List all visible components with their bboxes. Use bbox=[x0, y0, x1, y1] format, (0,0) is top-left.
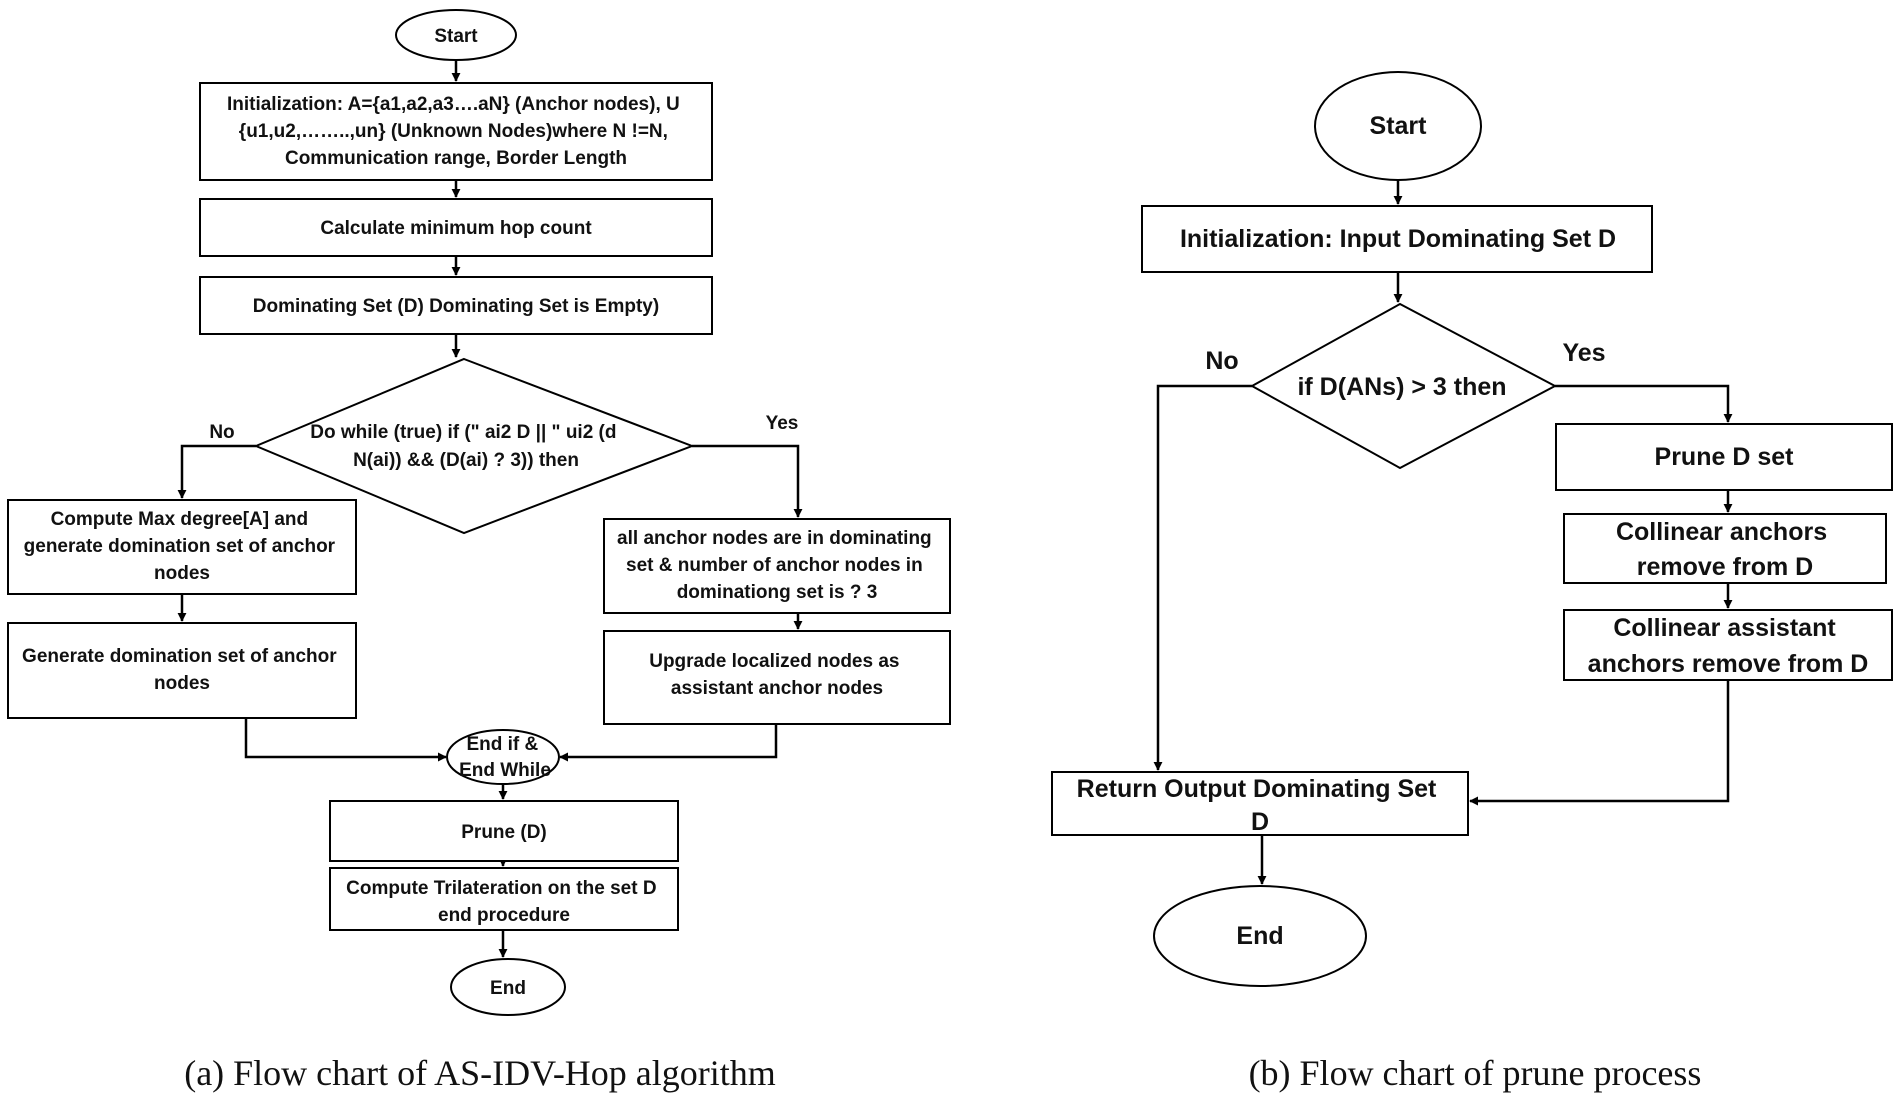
decision-diamond-b bbox=[1249, 302, 1558, 470]
upgrade-line-2: assistant anchor nodes bbox=[671, 678, 883, 699]
endif-text: End if & End While bbox=[459, 734, 551, 781]
prune-label-a: Prune (D) bbox=[461, 822, 547, 843]
init-line-1: Initialization: A={a1,a2,a3….aN} (Anchor… bbox=[227, 94, 680, 115]
decision-diamond-a bbox=[253, 357, 695, 535]
collinear-assistant-text: Collinear assistant anchors remove from … bbox=[1588, 614, 1869, 678]
max-degree-box bbox=[7, 499, 357, 595]
generate-box bbox=[7, 622, 357, 719]
trilateration-line-2: end procedure bbox=[438, 905, 570, 926]
upgrade-text: Upgrade localized nodes as assistant anc… bbox=[649, 651, 905, 699]
start-terminal-a bbox=[395, 9, 517, 61]
decision-line-2: N(ai)) && (D(ai) ? 3)) then bbox=[353, 450, 579, 471]
start-label-a: Start bbox=[434, 26, 478, 47]
upgrade-box bbox=[603, 630, 951, 725]
decision-line-1: Do while (true) if (" ai2 D || " ui2 (d bbox=[310, 422, 616, 443]
max-degree-line-2: generate domination set of anchor bbox=[24, 536, 336, 557]
collinear-anchors-text: Collinear anchors remove from D bbox=[1616, 518, 1834, 581]
all-anchor-line-3: dominationg set is ? 3 bbox=[677, 582, 878, 603]
end-label-b: End bbox=[1236, 922, 1283, 950]
endif-line-2: End While bbox=[459, 760, 551, 781]
arrow-decision-no bbox=[177, 444, 256, 499]
init-box-b bbox=[1141, 205, 1653, 273]
dominating-box bbox=[199, 276, 713, 335]
caption-a: (a) Flow chart of AS-IDV-Hop algorithm bbox=[184, 1053, 776, 1093]
max-degree-line-3: nodes bbox=[154, 563, 210, 584]
max-degree-text: Compute Max degree[A] and generate domin… bbox=[24, 509, 341, 584]
all-anchor-line-2: set & number of anchor nodes in bbox=[626, 555, 923, 576]
collinear-assistant-line-2: anchors remove from D bbox=[1588, 650, 1869, 678]
yes-label-b: Yes bbox=[1562, 339, 1605, 367]
generate-text: Generate domination set of anchor nodes bbox=[22, 646, 342, 694]
connectors-b bbox=[1153, 180, 1733, 885]
no-label-a: No bbox=[209, 422, 234, 443]
hop-label: Calculate minimum hop count bbox=[320, 218, 592, 239]
trilateration-line-1: Compute Trilateration on the set D bbox=[346, 878, 656, 899]
decision-label-b: if D(ANs) > 3 then bbox=[1297, 373, 1506, 401]
endif-line-1: End if & bbox=[466, 734, 538, 755]
end-label-a: End bbox=[490, 978, 526, 999]
return-line-1: Return Output Dominating Set bbox=[1077, 775, 1437, 803]
prune-label-b: Prune D set bbox=[1655, 443, 1795, 471]
upgrade-line-1: Upgrade localized nodes as bbox=[649, 651, 899, 672]
init-line-2: {u1,u2,……..,un} (Unknown Nodes)where N !… bbox=[239, 121, 668, 142]
init-box-a bbox=[199, 82, 713, 181]
flowchart-a: Start Initialization: A={a1,a2,a3….aN} (… bbox=[7, 9, 951, 1093]
all-anchor-text: all anchor nodes are in dominating set &… bbox=[617, 528, 937, 603]
hop-box bbox=[199, 198, 713, 257]
arrow-assistant-to-return-b bbox=[1469, 680, 1730, 806]
arrow-decision-yes bbox=[692, 444, 803, 518]
generate-line-1: Generate domination set of anchor bbox=[22, 646, 337, 667]
arrow-generate-to-endif bbox=[244, 718, 447, 762]
yes-label-a: Yes bbox=[766, 413, 799, 434]
prune-box-a bbox=[329, 800, 679, 862]
collinear-assistant-box bbox=[1563, 609, 1893, 681]
return-line-2: D bbox=[1251, 808, 1269, 836]
trilateration-text: Compute Trilateration on the set D end p… bbox=[346, 878, 662, 926]
collinear-anchors-line-1: Collinear anchors bbox=[1616, 518, 1827, 546]
init-text-a: Initialization: A={a1,a2,a3….aN} (Anchor… bbox=[227, 94, 685, 169]
all-anchor-box bbox=[603, 518, 951, 614]
caption-b: (b) Flow chart of prune process bbox=[1249, 1053, 1702, 1093]
no-label-b: No bbox=[1205, 347, 1238, 375]
trilateration-box bbox=[329, 867, 679, 931]
return-text: Return Output Dominating Set D bbox=[1077, 775, 1444, 836]
collinear-anchors-box bbox=[1563, 513, 1887, 584]
return-box bbox=[1051, 771, 1469, 836]
start-terminal-b bbox=[1314, 71, 1482, 181]
end-terminal-b bbox=[1153, 885, 1367, 987]
arrow-decision-no-b bbox=[1153, 384, 1252, 771]
prune-box-b bbox=[1555, 423, 1893, 491]
dominating-label: Dominating Set (D) Dominating Set is Emp… bbox=[253, 296, 659, 317]
generate-line-2: nodes bbox=[154, 673, 210, 694]
all-anchor-line-1: all anchor nodes are in dominating bbox=[617, 528, 932, 549]
flowchart-b: Start Initialization: Input Dominating S… bbox=[1051, 71, 1893, 1093]
endif-connector bbox=[446, 729, 560, 785]
init-label-b: Initialization: Input Dominating Set D bbox=[1180, 225, 1616, 253]
start-label-b: Start bbox=[1370, 112, 1428, 140]
end-terminal-a bbox=[450, 958, 566, 1016]
decision-text-a: Do while (true) if (" ai2 D || " ui2 (d … bbox=[310, 422, 622, 471]
collinear-anchors-line-2: remove from D bbox=[1637, 553, 1813, 581]
max-degree-line-1: Compute Max degree[A] and bbox=[51, 509, 309, 530]
collinear-assistant-line-1: Collinear assistant bbox=[1613, 614, 1836, 642]
arrow-upgrade-to-endif bbox=[559, 724, 778, 762]
arrow-decision-yes-b bbox=[1555, 384, 1733, 423]
init-line-3: Communication range, Border Length bbox=[285, 148, 627, 169]
